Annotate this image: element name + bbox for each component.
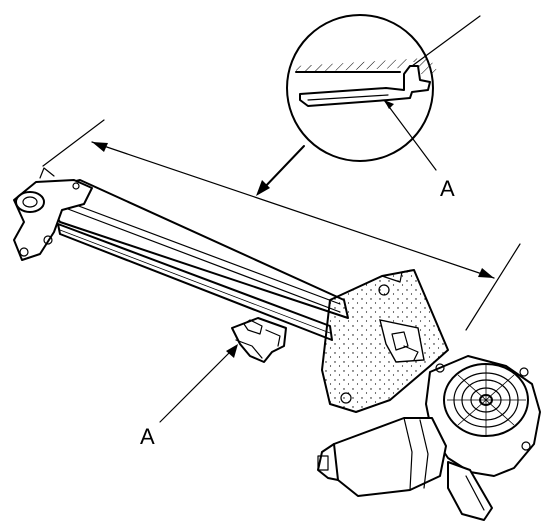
detail-magnifier <box>286 14 481 171</box>
lower-mounting-bracket <box>321 269 449 413</box>
magnifier-pointer-arrow <box>256 145 305 196</box>
detail-leader-a <box>383 99 437 171</box>
detail-leader-top <box>411 15 481 67</box>
regulator-motor <box>317 355 541 521</box>
length-dimension <box>42 119 521 331</box>
part-leader-a <box>159 344 238 423</box>
glass-slider-clip <box>231 317 287 363</box>
detail-hatched-panel <box>296 58 438 74</box>
upper-pulley-bracket <box>13 167 93 261</box>
regulator-rail <box>39 179 349 341</box>
detail-callout-label: A <box>440 176 455 201</box>
part-callout-label: A <box>140 424 155 449</box>
detail-seal-profile <box>299 65 431 107</box>
